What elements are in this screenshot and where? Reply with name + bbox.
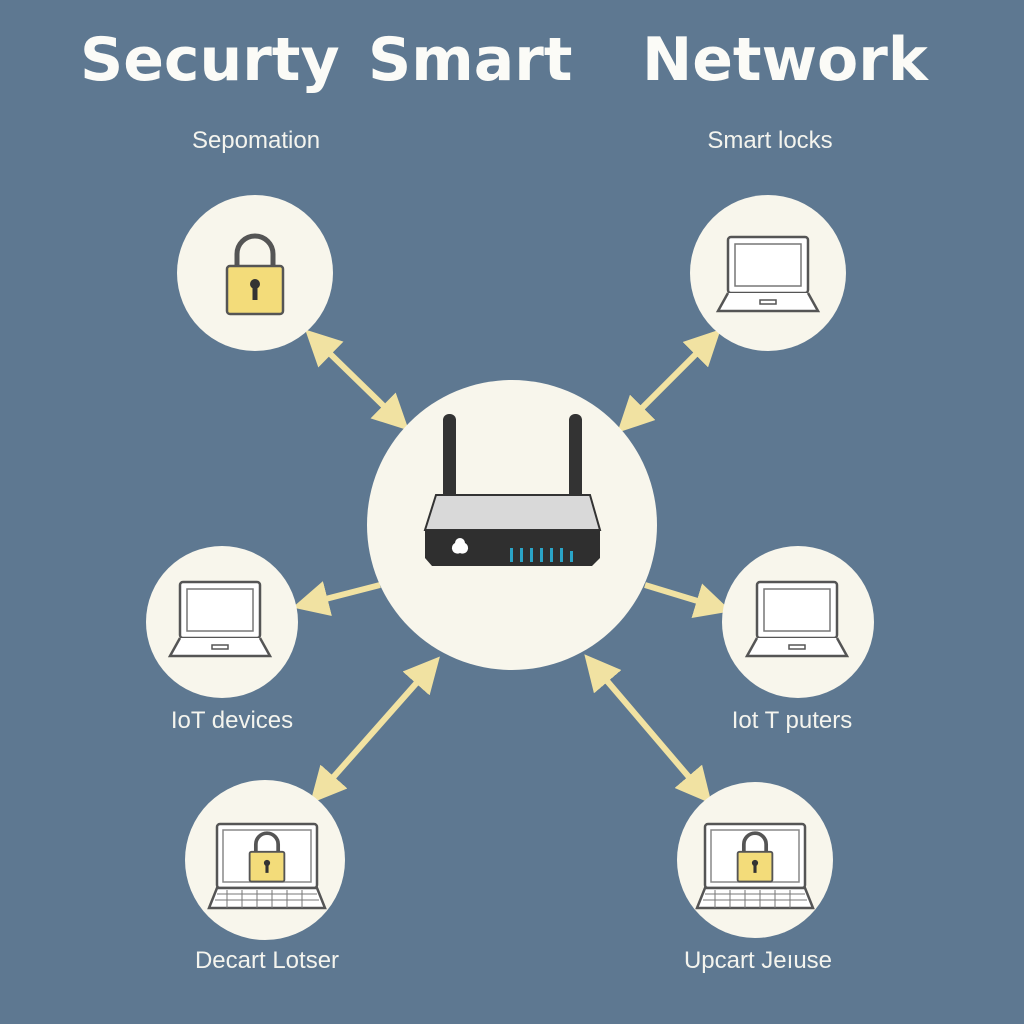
node-label: Sepomation: [192, 127, 320, 154]
node-label: Upcart Jeıuse: [684, 947, 832, 974]
arrow-mid-right: [644, 582, 732, 618]
node-mid-left: IoT devices: [146, 546, 298, 734]
title-word-3: Network: [642, 25, 930, 95]
node-top-left: Sepomation: [177, 127, 333, 351]
arrow-bottom-left: [310, 656, 440, 804]
node-label: IoT devices: [171, 707, 293, 734]
arrow-mid-left: [292, 581, 381, 616]
node-mid-right: Iot T puters: [722, 546, 874, 734]
router-icon: [423, 414, 602, 566]
page-title: Securty Smart Network: [80, 25, 930, 95]
title-word-1: Securty: [80, 25, 340, 95]
laptop-padlock-icon: [209, 824, 325, 908]
connection-arrows: [292, 329, 732, 804]
node-bottom-left: Decart Lotser: [185, 780, 345, 974]
arrow-top-right: [617, 329, 721, 433]
node-top-right: Smart locks: [690, 127, 846, 351]
laptop-icon: [168, 580, 272, 658]
node-label: Smart locks: [707, 127, 832, 154]
node-label: Decart Lotser: [195, 947, 339, 974]
center-router-node: [367, 380, 657, 670]
laptop-icon: [745, 580, 849, 658]
title-word-2: Smart: [368, 25, 573, 95]
arrow-bottom-right: [584, 654, 712, 804]
node-bottom-right: Upcart Jeıuse: [677, 782, 833, 974]
arrow-top-left: [305, 329, 409, 431]
node-label: Iot T puters: [732, 707, 853, 734]
laptop-icon: [716, 235, 820, 313]
laptop-padlock-icon: [697, 824, 813, 908]
